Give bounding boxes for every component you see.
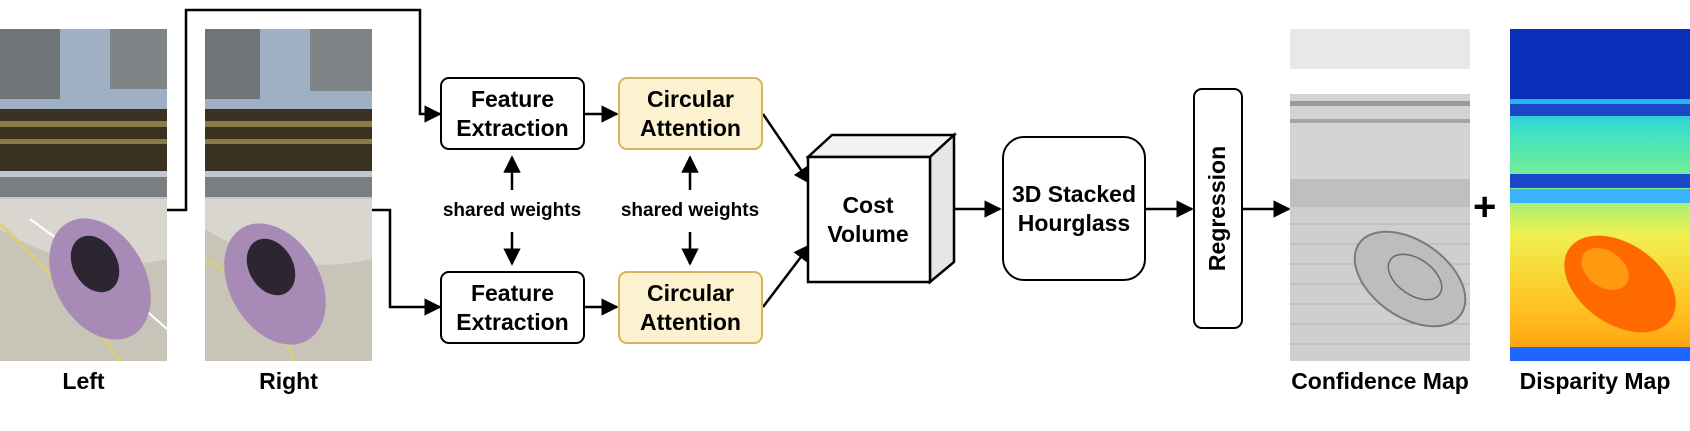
- plus-sign: +: [1473, 185, 1497, 229]
- left-image: [0, 29, 167, 361]
- cost-volume-cube: [806, 132, 958, 285]
- shared-weights-feature-label: shared weights: [442, 200, 582, 221]
- right-to-feature-arrow: [372, 208, 442, 316]
- attention-bottom-to-cost-arrow: [762, 243, 812, 308]
- left-caption: Left: [62, 368, 105, 394]
- confidence-map-image: [1290, 29, 1470, 361]
- right-caption: Right: [259, 368, 318, 394]
- regression-label: Regression: [1204, 145, 1231, 272]
- disparity-map-caption: Disparity Map: [1519, 368, 1671, 394]
- shared-weights-attention-label: shared weights: [620, 200, 760, 221]
- disparity-map-image: [1510, 29, 1690, 361]
- regression-box: Regression: [1193, 88, 1243, 329]
- confidence-map-caption: Confidence Map: [1291, 368, 1469, 394]
- right-image: [205, 29, 372, 361]
- attention-top-to-cost-arrow: [761, 113, 812, 185]
- left-to-feature-arrow: [167, 8, 442, 212]
